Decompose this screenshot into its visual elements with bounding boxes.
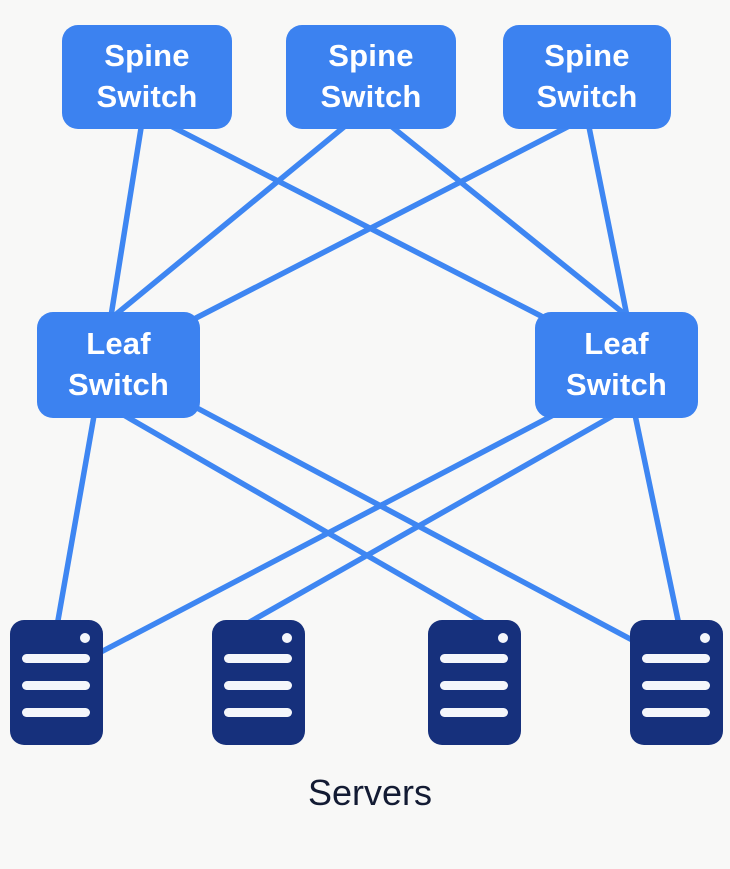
- server-bar: [22, 681, 90, 690]
- server-bar: [22, 654, 90, 663]
- server-led-dot: [282, 633, 292, 643]
- server-bar: [440, 654, 508, 663]
- link-spine1-leaf2: [160, 119, 544, 319]
- server-3-icon: [428, 620, 521, 745]
- link-leaf2-server4: [631, 407, 682, 628]
- link-spine3-leaf1: [193, 119, 580, 321]
- link-spine1-leaf1: [108, 119, 145, 319]
- server-led-dot: [700, 633, 710, 643]
- server-1-icon: [10, 620, 103, 745]
- servers-caption: Servers: [307, 772, 433, 813]
- spine-switch-1: Spine Switch: [62, 25, 232, 129]
- spine-switch-1-label: Spine Switch: [96, 38, 198, 114]
- spine-switch-2: Spine Switch: [286, 25, 456, 129]
- spine-switch-3: Spine Switch: [503, 25, 671, 129]
- server-bar: [642, 681, 710, 690]
- leaf-switch-1-label: Leaf Switch: [67, 326, 170, 402]
- server-4-icon: [630, 620, 723, 745]
- server-bar: [440, 681, 508, 690]
- server-led-dot: [80, 633, 90, 643]
- link-leaf1-server4: [194, 405, 637, 644]
- leaf-switch-2-label: Leaf Switch: [565, 326, 668, 402]
- link-leaf2-server1: [96, 407, 566, 656]
- leaf-switch-2: Leaf Switch: [535, 312, 698, 418]
- server-2-icon: [212, 620, 305, 745]
- link-leaf1-server3: [112, 407, 487, 626]
- link-spine2-leaf2: [383, 119, 630, 319]
- server-bar: [224, 654, 292, 663]
- link-spine2-leaf1: [111, 119, 353, 319]
- spine-switch-3-label: Spine Switch: [536, 38, 638, 114]
- link-leaf2-server2: [245, 407, 626, 626]
- server-bar: [22, 708, 90, 717]
- link-leaf1-server1: [54, 407, 98, 629]
- spine-switch-2-label: Spine Switch: [320, 38, 422, 114]
- link-spine3-leaf2: [585, 119, 630, 319]
- server-bar: [642, 654, 710, 663]
- server-bar: [224, 708, 292, 717]
- leaf-switch-1: Leaf Switch: [37, 312, 200, 418]
- server-bar: [224, 681, 292, 690]
- server-led-dot: [498, 633, 508, 643]
- server-bar: [642, 708, 710, 717]
- server-bar: [440, 708, 508, 717]
